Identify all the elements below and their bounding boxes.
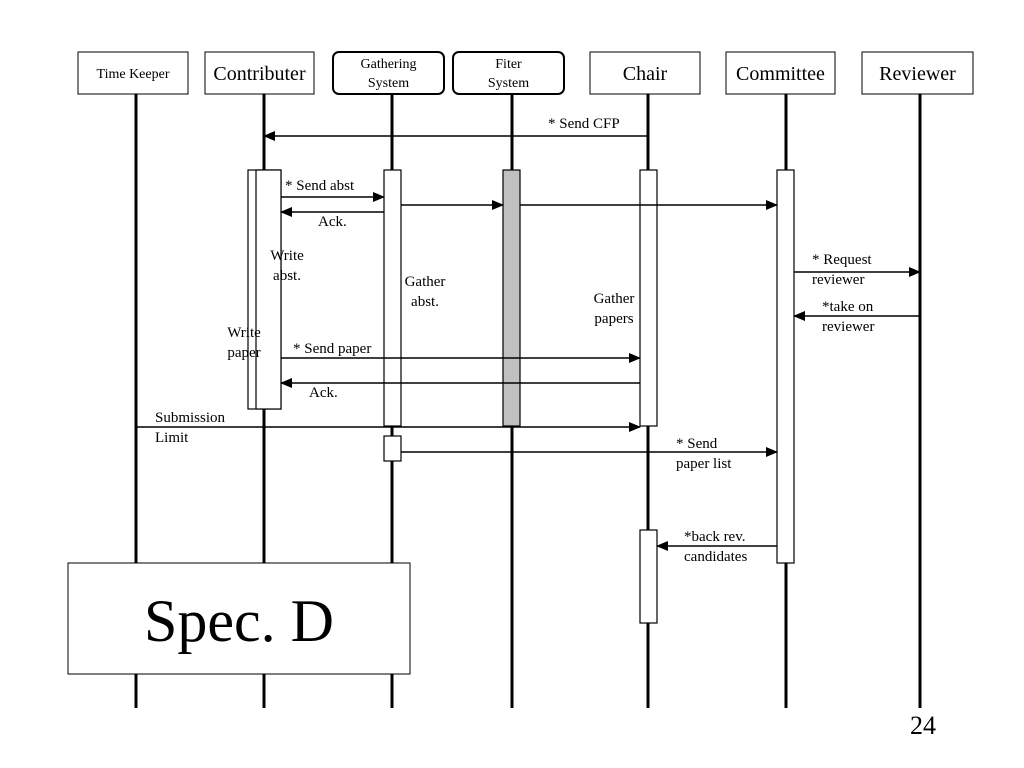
actor-box-committee [725,51,836,95]
actor-label-gathering-system: Gathering [361,57,417,72]
actor-box-time-keeper [77,51,189,95]
actor-box-fiter-system [452,51,565,95]
page-number: 24 [910,711,936,740]
actor-reviewer: Reviewer [861,51,974,95]
gathering-activation-small [383,435,402,462]
filter-activation [502,169,521,427]
activity-label-gather-abst: Gather [405,274,446,290]
actor-committee: Committee [725,51,836,95]
message-label-ack-abst: Ack. [318,214,347,230]
activity-label-gather-papers: papers [594,311,633,327]
message-label-take-on-reviewer: *take on [822,299,874,315]
message-label-request-reviewer: reviewer [812,272,864,288]
actor-label-committee: Committee [736,63,825,85]
actor-label-reviewer: Reviewer [879,63,956,85]
message-label-back-rev-candidates: candidates [684,549,747,565]
contributer-activation-inner [255,169,282,410]
spec-title-box [67,562,411,675]
actor-chair: Chair [589,51,701,95]
message-label-take-on-reviewer: reviewer [822,319,874,335]
actor-label-time-keeper: Time Keeper [97,67,170,82]
activity-label-write-paper: paper [227,345,260,361]
actor-box-reviewer [861,51,974,95]
actor-label-fiter-system: Fiter [495,57,522,72]
actor-label-chair: Chair [623,63,668,85]
activity-label-write-paper: Write [227,325,261,341]
message-label-send-paper-list: paper list [676,456,732,472]
gathering-activation [383,169,402,427]
actor-box-contributer [204,51,315,95]
actor-contributer: Contributer [204,51,315,95]
actor-label-contributer: Contributer [213,63,306,85]
chair-activation-late [639,529,658,624]
activity-label-gather-abst: abst. [411,294,439,310]
message-label-ack-paper: Ack. [309,385,338,401]
message-label-submission-limit: Limit [155,430,189,446]
message-label-send-paper: * Send paper [293,341,371,357]
actor-box-gathering-system [332,51,445,95]
committee-activation [776,169,795,564]
message-label-request-reviewer: * Request [812,252,872,268]
chair-activation [639,169,658,427]
message-label-send-abst: * Send abst [285,178,355,194]
activity-label-write-abst: abst. [273,268,301,284]
actor-time-keeper: Time Keeper [77,51,189,95]
actor-box-chair [589,51,701,95]
message-label-send-cfp: * Send CFP [548,116,620,132]
message-label-back-rev-candidates: *back rev. [684,529,746,545]
message-label-submission-limit: Submission [155,410,226,426]
actor-label-fiter-system: System [488,76,529,91]
actor-label-gathering-system: System [368,76,409,91]
message-label-send-paper-list: * Send [676,436,718,452]
activity-label-gather-papers: Gather [594,291,635,307]
activity-label-write-abst: Write [270,248,304,264]
spec-title: Spec. D [144,588,334,654]
